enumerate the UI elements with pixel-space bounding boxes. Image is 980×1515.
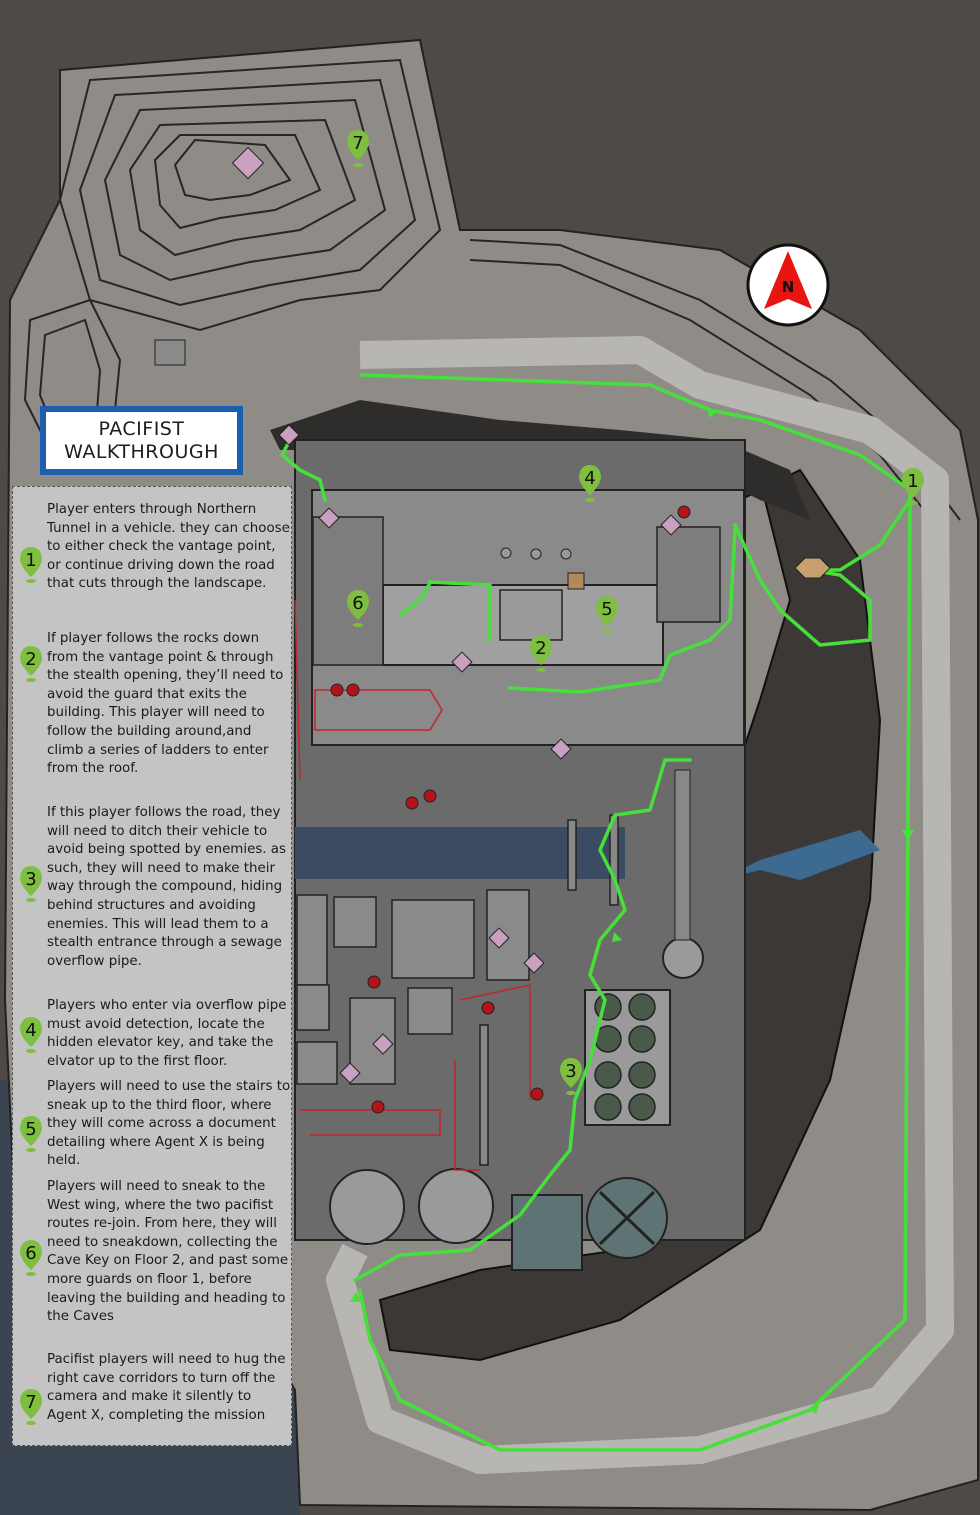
map-icons — [231, 146, 682, 1084]
title-inner: PACIFIST WALKTHROUGH — [46, 412, 237, 469]
map-marker-2-icon: 2 — [530, 635, 552, 672]
map-marker-4-icon: 4 — [579, 465, 601, 502]
route-arrows — [350, 406, 914, 1414]
map-marker-3-icon: 3 — [560, 1058, 582, 1095]
map-marker-label: 4 — [584, 468, 595, 489]
step-1-marker-icon: 1 — [20, 547, 42, 583]
walkthrough-legend: 1 Player enters through Northern Tunnel … — [12, 486, 292, 1446]
step-6-marker-icon: 6 — [20, 1240, 42, 1276]
generator — [511, 1194, 583, 1271]
map-marker-label: 1 — [907, 471, 918, 492]
map-marker-6-icon: 6 — [347, 590, 369, 627]
step-7-text: Pacifist players will need to hug the ri… — [47, 1352, 286, 1423]
svg-text:4: 4 — [25, 1020, 36, 1041]
step-5-text: Players will need to use the stairs to s… — [47, 1079, 291, 1169]
water-tower — [662, 937, 704, 979]
step-2-marker-icon: 2 — [20, 646, 42, 682]
compass-label: N — [782, 278, 795, 296]
svg-text:3: 3 — [25, 869, 36, 890]
map-marker-label: 5 — [601, 599, 612, 620]
enemy-markers — [330, 505, 691, 1114]
sewage-pipes — [479, 814, 619, 1166]
step-3-marker-icon: 3 — [20, 866, 42, 902]
north-compass: N — [746, 243, 830, 327]
map-marker-label: 3 — [565, 1061, 576, 1082]
svg-text:6: 6 — [25, 1243, 36, 1264]
cooling-fans — [594, 993, 656, 1121]
step-4-text: Players who enter via overflow pipe must… — [47, 998, 287, 1069]
map-marker-1-icon: 1 — [902, 468, 924, 505]
pacifist-route — [280, 373, 912, 1452]
step-3-text: If this player follows the road, they wi… — [47, 805, 286, 969]
storage-tank-1 — [329, 1169, 405, 1245]
map-marker-7-icon: 7 — [347, 130, 369, 167]
step-1-text: Player enters through Northern Tunnel in… — [47, 502, 290, 592]
map-marker-label: 2 — [535, 638, 546, 659]
elevator-icon — [567, 572, 585, 590]
lower-buildings — [296, 889, 530, 1085]
waterfall-stream — [720, 830, 880, 880]
step-4-marker-icon: 4 — [20, 1017, 42, 1053]
title-line-2: WALKTHROUGH — [64, 440, 219, 463]
svg-text:1: 1 — [25, 550, 36, 571]
title-line-1: PACIFIST — [98, 417, 185, 440]
vantage-point-icon — [154, 339, 186, 366]
cave-region — [378, 468, 882, 1362]
title-box: PACIFIST WALKTHROUGH — [40, 406, 243, 475]
svg-text:5: 5 — [25, 1119, 36, 1140]
binoculars-icon — [794, 557, 831, 579]
step-5-marker-icon: 5 — [20, 1116, 42, 1152]
step-2-text: If player follows the rocks down from th… — [47, 631, 284, 777]
step-6-text: Players will need to sneak to the West w… — [47, 1179, 289, 1325]
step-7-marker-icon: 7 — [20, 1389, 42, 1425]
svg-text:7: 7 — [25, 1392, 36, 1413]
fan-blades — [598, 1190, 656, 1246]
map-marker-label: 6 — [352, 593, 363, 614]
svg-text:2: 2 — [25, 649, 36, 670]
storage-tank-2 — [418, 1168, 494, 1244]
main-road — [326, 336, 954, 1474]
map-marker-5-icon: 5 — [596, 596, 618, 633]
map-marker-label: 7 — [352, 133, 363, 154]
north-arrow-icon — [764, 251, 812, 309]
enemy-routes — [294, 599, 531, 1171]
